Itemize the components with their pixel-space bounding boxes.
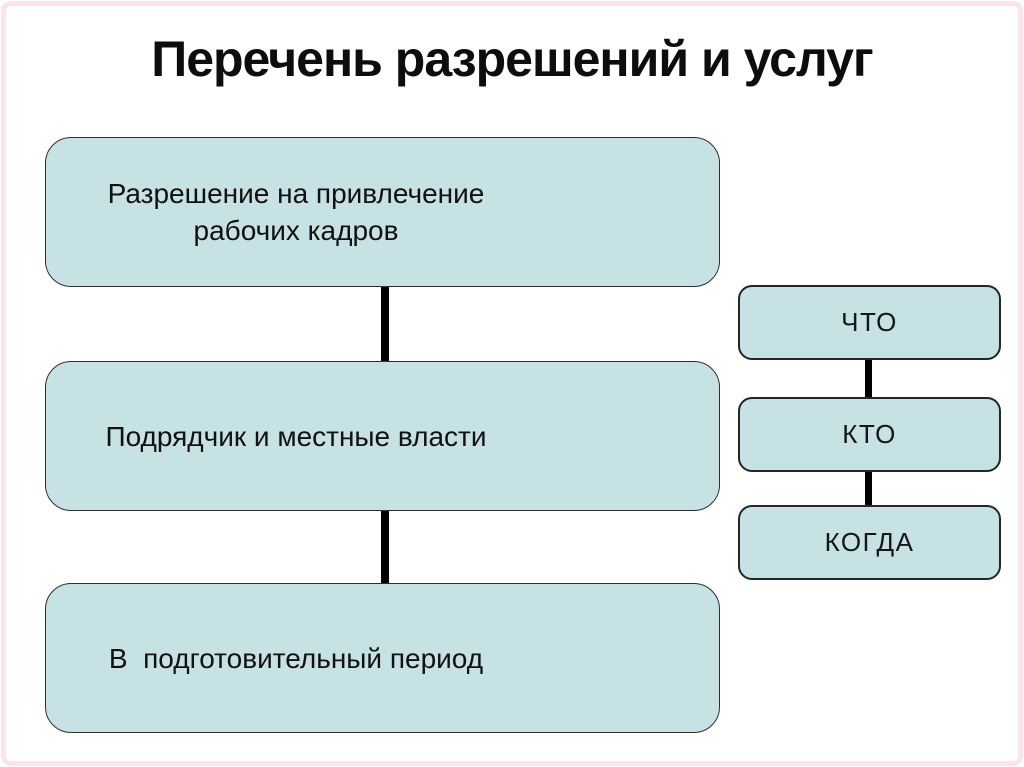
box-what-label: ЧТО [841, 307, 898, 337]
box-when: КОГДА [738, 505, 1001, 580]
box-preparatory-period: В подготовительный период [45, 583, 720, 733]
box-permission-to-recruit: Разрешение на привлечение рабочих кадров [45, 137, 720, 287]
box-who: КТО [738, 397, 1001, 472]
connector-right-1 [865, 360, 872, 398]
box-when-label: КОГДА [824, 527, 915, 557]
box-what: ЧТО [738, 285, 1001, 360]
box-who-label: КТО [842, 419, 897, 449]
box-contractor-local-authorities-label: Подрядчик и местные власти [105, 420, 487, 452]
connector-right-2 [865, 472, 872, 506]
slide-title: Перечень разрешений и услуг [151, 31, 873, 87]
box-contractor-local-authorities: Подрядчик и местные власти [45, 361, 720, 511]
connector-left-2 [381, 511, 389, 584]
box-preparatory-period-label: В подготовительный период [108, 642, 484, 674]
connector-left-1 [381, 287, 389, 362]
box-permission-to-recruit-label: Разрешение на привлечение рабочих кадров [107, 178, 493, 246]
